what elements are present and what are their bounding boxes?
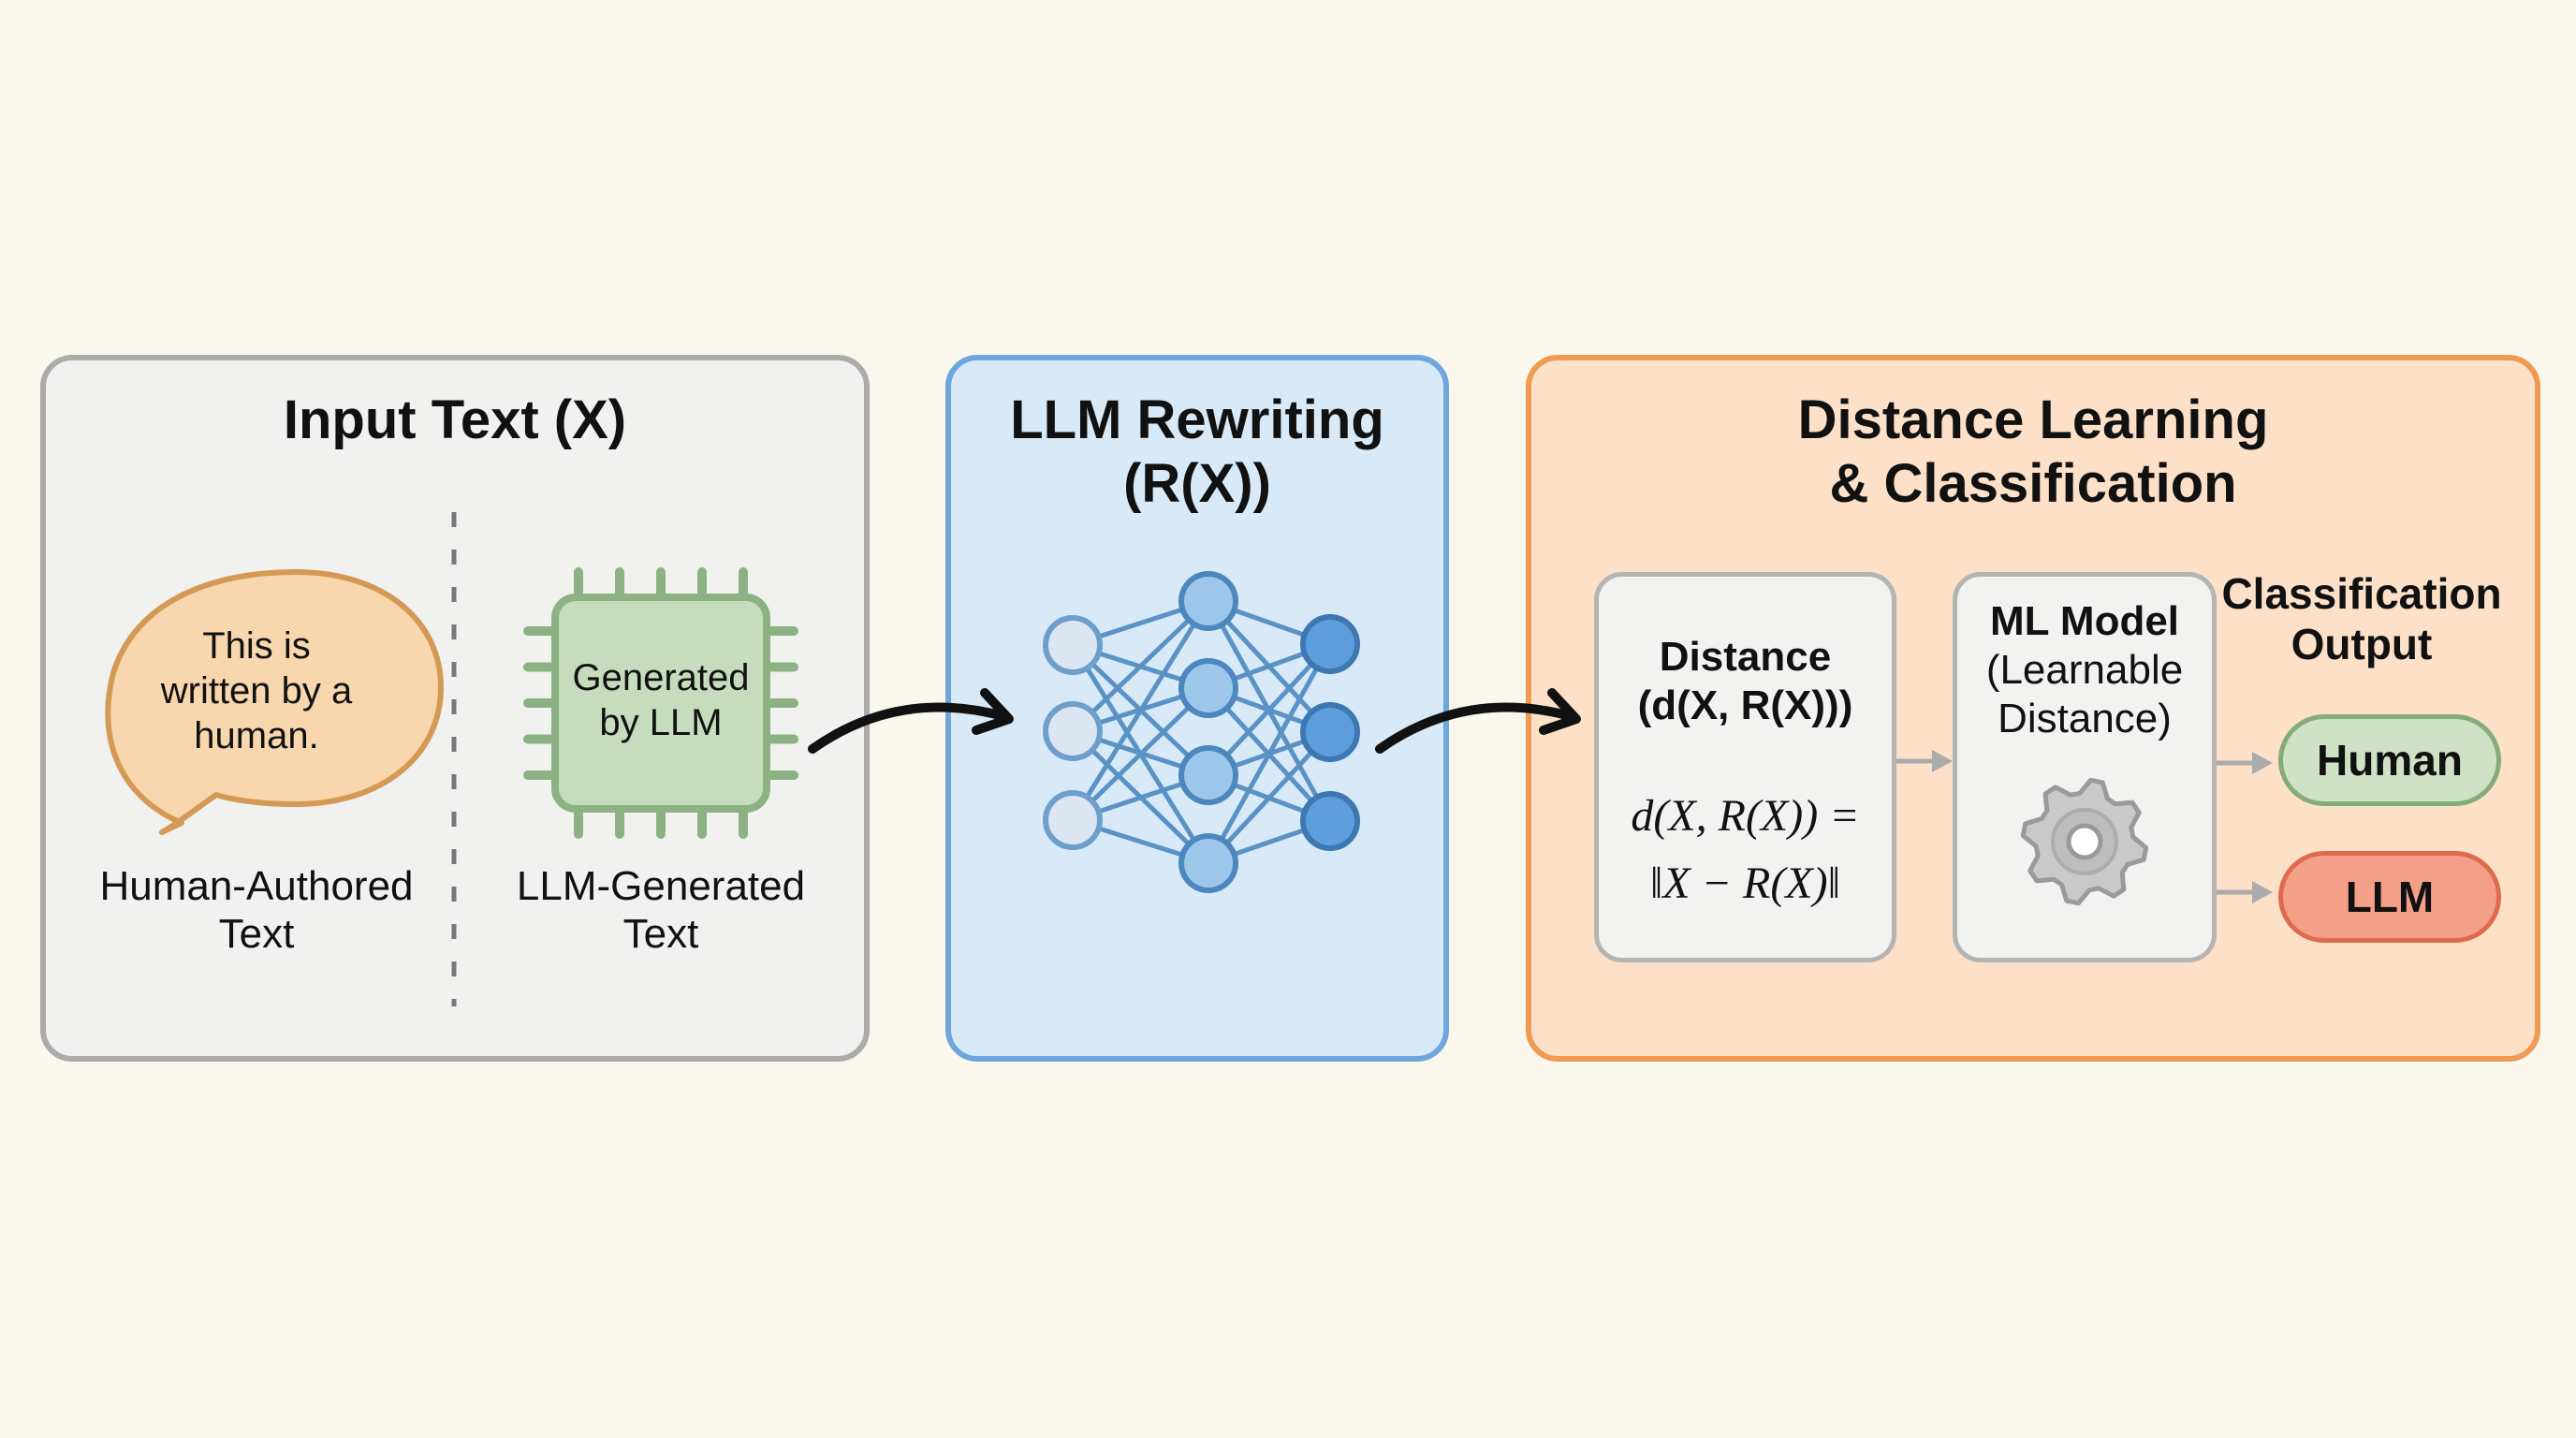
network-node	[1300, 702, 1360, 762]
speech-bubble-icon	[105, 569, 444, 835]
output-human-pill: Human	[2278, 714, 2501, 806]
classification-output-line-1: Classification	[2221, 569, 2502, 618]
llm-rewriting-panel: LLM Rewriting (R(X))	[945, 355, 1449, 1062]
output-llm-pill: LLM	[2278, 851, 2501, 943]
gear-icon	[2020, 777, 2149, 906]
human-authored-label-line-1: Human-Authored	[99, 863, 414, 909]
network-edges	[1070, 598, 1333, 866]
model-to-human-arrowhead	[2252, 752, 2273, 774]
input-illustrations: This is written by a human. Generated by…	[105, 512, 798, 1006]
network-edge	[1071, 686, 1210, 822]
ml-model-box: ML Model (Learnable Distance)	[1953, 572, 2217, 962]
chip-body	[551, 594, 770, 813]
input-panel-title: Input Text (X)	[283, 389, 627, 450]
network-node	[1043, 790, 1103, 850]
ml-model-heading: ML Model	[1989, 598, 2180, 644]
ml-model-title: ML Model (Learnable Distance)	[1957, 597, 2212, 743]
human-authored-label: Human-Authored Text	[60, 862, 453, 958]
ml-model-subtitle-line-1: (Learnable	[1985, 647, 2184, 693]
distance-to-model-arrowhead	[1932, 750, 1953, 772]
rewrite-title-line-1: LLM Rewriting	[1010, 389, 1384, 450]
formula-line-1: d(X, R(X)) =	[1631, 791, 1860, 841]
network-node	[1300, 791, 1360, 851]
network-edge	[1206, 642, 1333, 865]
classification-output-line-2: Output	[2291, 620, 2433, 668]
distance-box-heading: Distance	[1659, 634, 1832, 680]
distance-classification-panel: Distance Learning & Classification Dista…	[1526, 355, 2540, 1062]
network-node	[1178, 745, 1238, 805]
distance-box-subheading: (d(X, R(X)))	[1637, 682, 1853, 728]
llm-generated-label-line-2: Text	[622, 911, 699, 957]
llm-generated-label: LLM-Generated Text	[464, 862, 857, 958]
classification-output-title: Classification Output	[2217, 568, 2507, 669]
chip-line-2: by LLM	[599, 702, 722, 743]
distance-panel-title: Distance Learning & Classification	[1531, 389, 2535, 516]
distance-box-title: Distance (d(X, R(X)))	[1599, 633, 1892, 730]
inner-arrows	[1896, 750, 2273, 903]
network-edge	[1071, 599, 1210, 733]
rewrite-title-line-2: (R(X))	[1123, 453, 1271, 514]
distance-title-line-1: Distance Learning	[1797, 389, 2269, 450]
ml-model-subtitle-line-2: Distance)	[1998, 696, 2172, 741]
rewrite-panel-title: LLM Rewriting (R(X))	[951, 389, 1443, 516]
neural-network-icon	[1043, 571, 1360, 893]
human-authored-label-line-2: Text	[218, 911, 295, 957]
network-node	[1043, 701, 1103, 761]
input-text-panel: Input Text (X) This is written by a huma…	[40, 355, 870, 1062]
gear-hole	[2066, 823, 2103, 860]
formula-line-2: ‖X − R(X)‖	[1649, 858, 1841, 908]
distance-box: Distance (d(X, R(X))) d(X, R(X)) = ‖X − …	[1594, 572, 1896, 962]
llm-generated-label-line-1: LLM-Generated	[516, 863, 806, 909]
speech-bubble-line-1: This is	[202, 625, 311, 667]
distance-formula: d(X, R(X)) = ‖X − R(X)‖	[1599, 783, 1892, 917]
network-node	[1178, 571, 1238, 631]
network-node	[1178, 658, 1238, 718]
network-edge	[1070, 599, 1211, 822]
chip-line-1: Generated	[572, 657, 749, 698]
distance-title-line-2: & Classification	[1829, 453, 2237, 514]
speech-bubble-line-3: human.	[194, 715, 318, 756]
network-node	[1043, 615, 1103, 675]
network-node	[1300, 614, 1360, 674]
speech-bubble-line-2: written by a	[160, 670, 353, 712]
model-to-llm-arrowhead	[2252, 881, 2273, 903]
network-node	[1178, 833, 1238, 893]
chip-icon	[523, 567, 798, 839]
